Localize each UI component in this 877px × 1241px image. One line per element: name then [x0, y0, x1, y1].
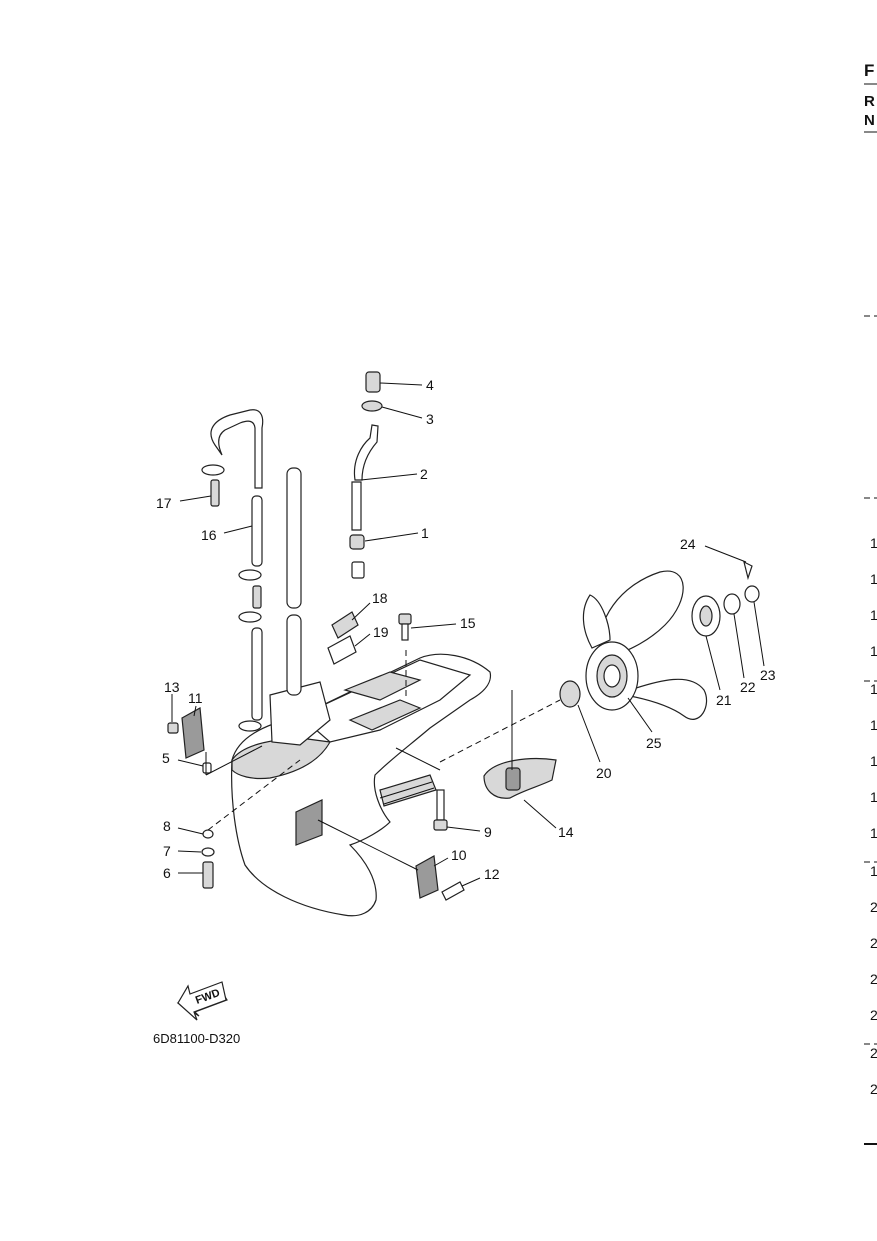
assembly-guides	[205, 650, 561, 871]
right-edge-digit: 2	[870, 899, 877, 915]
callouts: 1 2 3 4 5 6 7 8 9 10 11 12 13 14 15 16 1	[156, 377, 776, 887]
callout-21: 21	[716, 692, 732, 708]
right-edge-digit: 2	[870, 935, 877, 951]
right-edge-header-n: N	[864, 112, 875, 129]
right-edge-digit: 1	[870, 643, 877, 659]
right-edge-digit: 1	[870, 789, 877, 805]
right-edge-header-f: F	[864, 61, 874, 80]
callout-5: 5	[162, 750, 170, 766]
right-edge-digit: 1	[870, 717, 877, 733]
callout-12: 12	[484, 866, 500, 882]
fwd-arrow-icon: FWD	[176, 981, 228, 1021]
callout-3: 3	[426, 411, 434, 427]
callout-1: 1	[421, 525, 429, 541]
callout-24: 24	[680, 536, 696, 552]
callout-2: 2	[420, 466, 428, 482]
callout-19: 19	[373, 624, 389, 640]
right-edge-digit: 2	[870, 1045, 877, 1061]
callout-6: 6	[163, 865, 171, 881]
callout-4: 4	[426, 377, 434, 393]
drive-shaft	[210, 409, 302, 721]
hardware	[167, 371, 760, 901]
right-edge-header-r: R	[864, 93, 875, 110]
right-edge-digit: 1	[870, 825, 877, 841]
callout-13: 13	[164, 679, 180, 695]
callout-7: 7	[163, 843, 171, 859]
right-edge-digit: 1	[870, 607, 877, 623]
callout-16: 16	[201, 527, 217, 543]
callout-10: 10	[451, 847, 467, 863]
callout-8: 8	[163, 818, 171, 834]
callout-20: 20	[596, 765, 612, 781]
callout-9: 9	[484, 824, 492, 840]
right-edge-digit: 1	[870, 863, 877, 879]
figure-code: 6D81100-D320	[153, 1031, 240, 1046]
right-edge-table: F R N 1 1 1 1 1 1 1 1 1 1 2 2 2 2 2 2	[864, 61, 877, 1145]
lower-case-housing	[231, 653, 492, 917]
right-edge-digit: 2	[870, 1081, 877, 1097]
right-edge-digit: 2	[870, 1007, 877, 1023]
right-edge-digit: 1	[870, 753, 877, 769]
right-edge-digit: 1	[870, 571, 877, 587]
callout-23: 23	[760, 667, 776, 683]
callout-18: 18	[372, 590, 388, 606]
callout-17: 17	[156, 495, 172, 511]
callout-22: 22	[740, 679, 756, 695]
right-edge-digit: 1	[870, 535, 877, 551]
propeller	[582, 570, 708, 720]
right-edge-digit: 1	[870, 681, 877, 697]
callout-11: 11	[188, 690, 203, 706]
right-edge-digit: 2	[870, 971, 877, 987]
callout-14: 14	[558, 824, 574, 840]
callout-15: 15	[460, 615, 476, 631]
callout-25: 25	[646, 735, 662, 751]
